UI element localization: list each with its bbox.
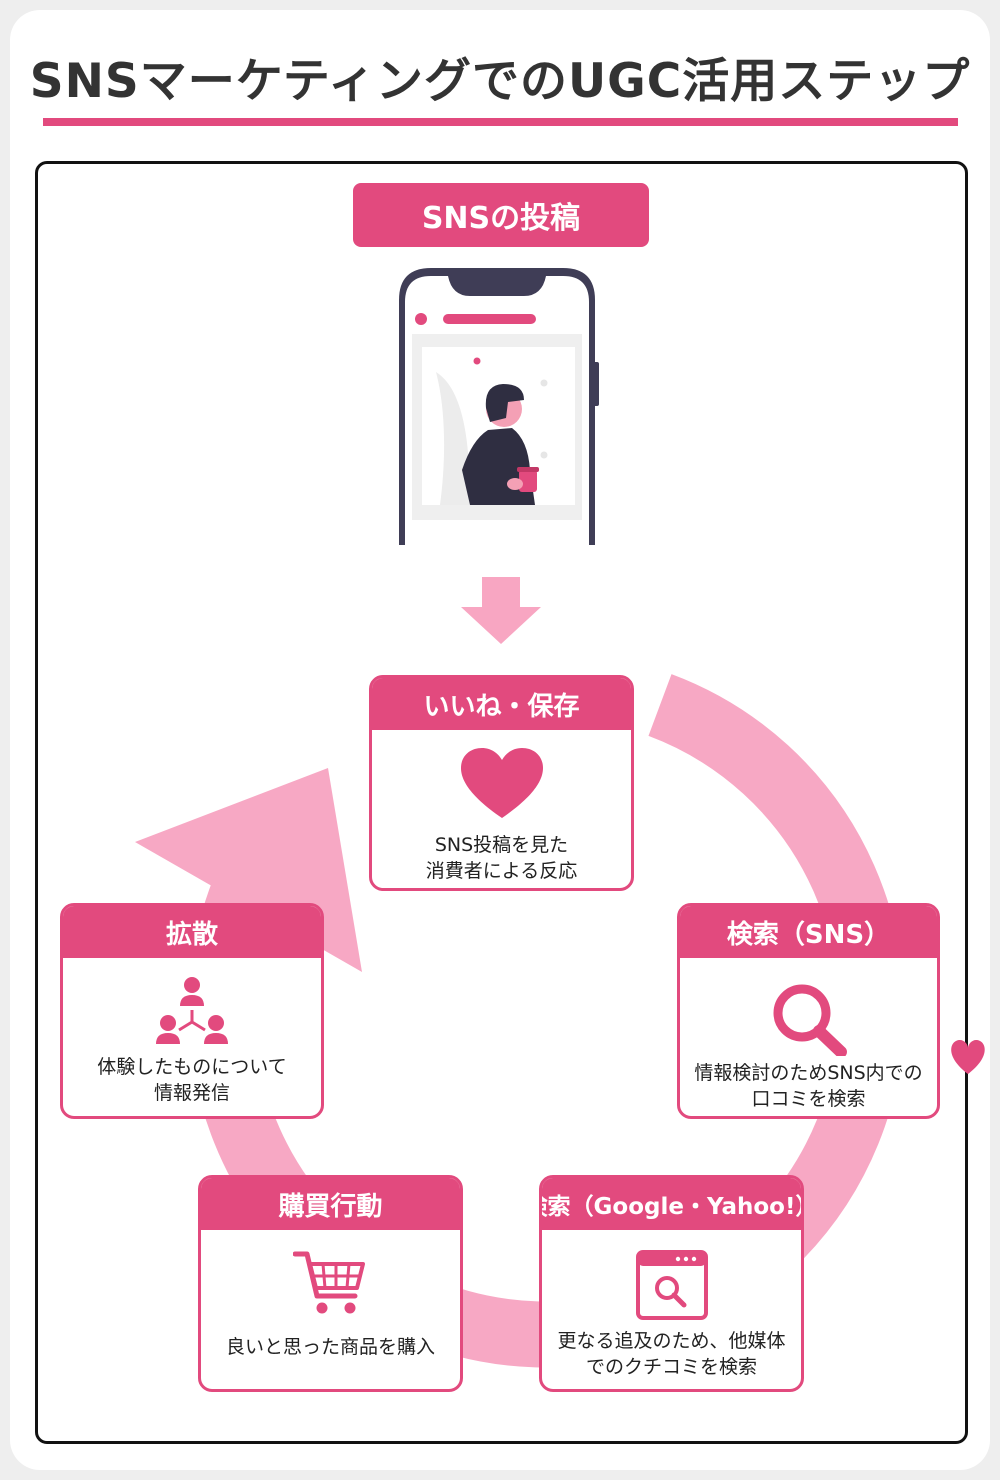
step-description-line: 良いと思った商品を購入	[225, 1336, 435, 1358]
step-description-line: SNS投稿を見た	[434, 834, 569, 856]
step-heading: 検索（SNS）	[680, 906, 937, 958]
heart-icon	[460, 748, 543, 818]
down-arrow-icon	[461, 577, 541, 644]
step-description-line: 消費者による反応	[425, 860, 578, 882]
person-figure	[462, 384, 539, 505]
step-card-like: いいね・保存 SNS投稿を見た 消費者による反応	[369, 675, 634, 891]
browser-search-icon	[635, 1250, 708, 1320]
title-underline	[43, 118, 958, 126]
page-title: SNSマーケティングでのUGC活用ステップ	[29, 54, 971, 109]
magnifier-icon	[773, 984, 847, 1056]
step-card-search-sns: 検索（SNS） 情報検討のためSNS内での 口コミを検索	[677, 903, 940, 1119]
step-heading: 拡散	[63, 906, 321, 958]
step-description-line: 体験したものについて	[97, 1056, 287, 1078]
step-heading: 購買行動	[201, 1178, 460, 1230]
step-card-spread: 拡散 体験したものについて 情報発信	[60, 903, 324, 1119]
phone-illustration	[399, 268, 985, 1074]
step-heading: 検索（Google・Yahoo!）	[542, 1178, 801, 1230]
step-description-line: 情報発信	[153, 1082, 230, 1104]
step-description-line: 情報検討のためSNS内での	[694, 1062, 923, 1084]
step-card-search-web: 検索（Google・Yahoo!） 更なる追及のため、他媒体 でのクチコミを検索	[539, 1175, 804, 1392]
step-description-line: 更なる追及のため、他媒体	[557, 1330, 786, 1352]
step-description-line: 口コミを検索	[751, 1088, 866, 1110]
step-heading: いいね・保存	[372, 678, 631, 730]
cart-icon	[292, 1251, 365, 1314]
step-card-purchase: 購買行動 良いと思った商品を購入	[198, 1175, 463, 1392]
sns-post-label: SNSの投稿	[353, 183, 649, 247]
step-description-line: でのクチコミを検索	[585, 1356, 757, 1378]
people-network-icon	[156, 977, 228, 1044]
